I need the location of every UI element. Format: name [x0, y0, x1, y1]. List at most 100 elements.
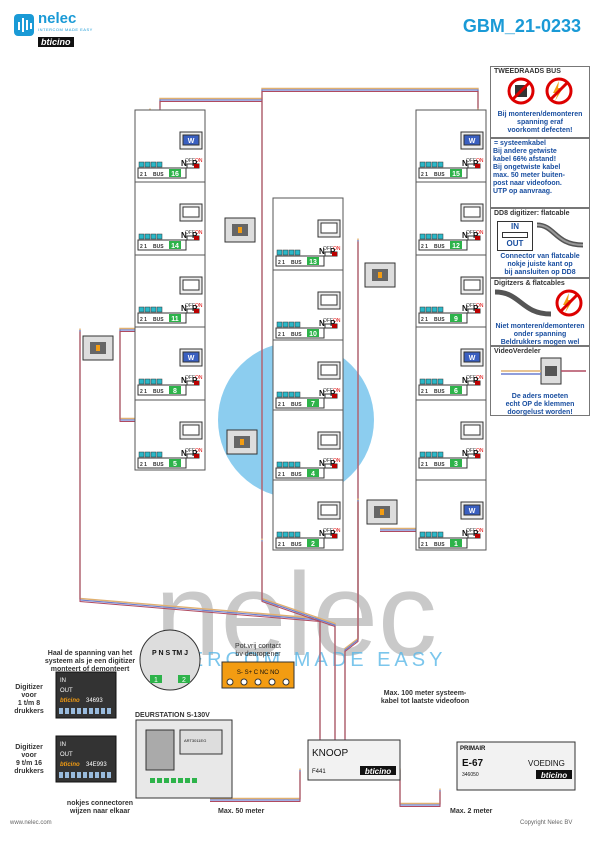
potvrij-line-1: Pot.vrij contact [235, 643, 281, 650]
potvrij-screw-icon [254, 678, 262, 686]
address-badge [169, 386, 181, 394]
video-distributor-4 [364, 262, 396, 288]
p-label: P [192, 304, 198, 313]
p-label: P [330, 459, 336, 468]
knoop-brand-plate [360, 766, 396, 775]
address-badge [307, 399, 319, 407]
off-label: OFF [466, 375, 476, 381]
on-label: ON [195, 158, 203, 164]
panel-dd8-title: DD8 digitizer: flatcable [494, 210, 570, 217]
terminal-screw-icon [425, 161, 432, 168]
wire-riser-left [159, 97, 263, 542]
terminal-label: 2 1 [278, 260, 285, 266]
panel-tweedraads-title: TWEEDRAADS BUS [494, 68, 561, 75]
terminal-label: 2 1 [421, 462, 428, 468]
panel-systeemkabel-line-1: Bij andere getwiste [493, 148, 557, 155]
digitizer-flatcable-icon [494, 289, 583, 317]
off-label: OFF [466, 158, 476, 164]
digitizer-brand: bticino [60, 762, 80, 768]
digitizer-terminal [101, 708, 105, 714]
digitizer-2-line-1: Digitizer [15, 744, 43, 751]
terminal-block [418, 537, 468, 549]
terminal-screw-icon [431, 161, 438, 168]
warning-line-2: systeem als je een digitizer [44, 658, 136, 665]
bus-label: BUS [291, 472, 302, 478]
bus-label: BUS [434, 389, 445, 395]
terminal-screw-icon [150, 306, 157, 313]
switch-knob [194, 236, 199, 240]
panel-systeemkabel-line-5: post naar videofoon. [493, 180, 562, 187]
panel-tweedraads: TWEEDRAADS BUS Bij monteren/demonteren s… [490, 66, 590, 138]
footer-website: www.nelec.com [10, 820, 52, 826]
address-number: 2 [311, 541, 315, 548]
switch-knob [475, 454, 480, 458]
panel-tweedraads-line-2: spanning eraf [517, 119, 563, 126]
video-distributor-led [240, 439, 244, 445]
panel-dd8-line-2: nokje juiste kant op [507, 261, 573, 268]
terminal-block [418, 239, 468, 251]
video-distributor-led [380, 509, 384, 515]
knoop-brand: bticino [365, 767, 391, 776]
terminal-block [137, 167, 187, 179]
address-number: 9 [454, 316, 458, 323]
p-label: P [330, 389, 336, 398]
panel-digitizers-title: Digitzers & flatcables [494, 280, 565, 287]
off-label: OFF [323, 388, 333, 394]
digitizer-terminal [89, 772, 93, 778]
p-label: P [192, 231, 198, 240]
n-label: N [462, 376, 468, 385]
on-label: ON [333, 388, 341, 394]
n-label: N [181, 449, 187, 458]
potvrij-line-2: bv deuropener [235, 651, 281, 658]
terminal-block [418, 457, 468, 469]
off-label: OFF [466, 528, 476, 534]
klemmen-num-1: 1 [154, 677, 158, 684]
address-number: 16 [171, 171, 179, 178]
n-label: N [462, 449, 468, 458]
voeding-brand-plate [536, 770, 572, 779]
terminal-screw-icon [276, 321, 283, 328]
n-label: N [181, 376, 187, 385]
terminal-label: 2 1 [421, 542, 428, 548]
n-label: N [181, 304, 187, 313]
max50-label: Max. 50 meter [218, 808, 265, 815]
digitizer-terminal [77, 772, 81, 778]
off-label: OFF [323, 528, 333, 534]
p-label: P [192, 449, 198, 458]
panel-systeemkabel-line-3: Bij ongetwiste kabel [493, 164, 561, 171]
potvrij-screw-icon [282, 678, 290, 686]
address-badge [450, 459, 462, 467]
monitor-screen [463, 424, 481, 436]
terminal-block [137, 384, 187, 396]
switch-knob [475, 309, 480, 313]
off-label: OFF [323, 458, 333, 464]
p-label: P [473, 159, 479, 168]
panel-systeemkabel-line-2: kabel 66% afstand! [493, 156, 557, 163]
switch-knob [194, 309, 199, 313]
monitor-w-label: W [188, 355, 195, 362]
switch-knob [194, 381, 199, 385]
terminal-label: 2 1 [421, 389, 428, 395]
voeding-title: VOEDING [528, 759, 565, 768]
bus-label: BUS [291, 402, 302, 408]
deurstation-camera-icon [145, 729, 175, 771]
deurstation-board [179, 729, 223, 755]
address-badge [169, 314, 181, 322]
digitizer-terminal [107, 708, 111, 714]
terminal-screw-icon [431, 451, 438, 458]
terminal-screw-icon [144, 233, 151, 240]
terminal-screw-icon [144, 306, 151, 313]
terminal-screw-icon [276, 249, 283, 256]
monitor-w-label: W [469, 508, 476, 515]
off-label: OFF [466, 448, 476, 454]
terminal-screw-icon [419, 378, 426, 385]
voeding-box [456, 741, 576, 791]
terminal-screw-icon [294, 531, 301, 538]
p-label: P [473, 376, 479, 385]
terminal-label: 2 1 [140, 172, 147, 178]
switch-knob [332, 324, 337, 328]
deurstation-terminal [150, 778, 155, 783]
